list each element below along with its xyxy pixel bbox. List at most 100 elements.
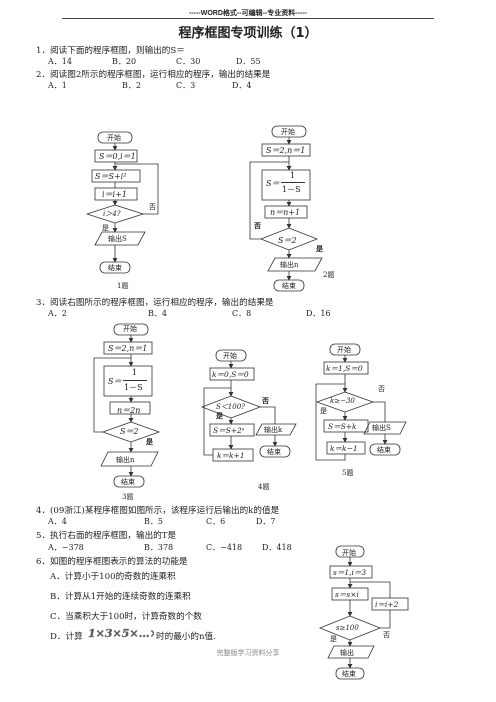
fc4-cond-label: S＜100? (216, 403, 245, 411)
fc2-init-label: S＝2,n＝1 (266, 146, 306, 155)
q4-option-b: B．5 (144, 517, 163, 526)
fc2-proc1-label: S＝ (266, 179, 280, 188)
q5-option-a: A．−378 (48, 543, 84, 552)
fc6-init-label: s＝1,i＝3 (333, 568, 367, 577)
fc1-yes-label: 是 (102, 224, 109, 232)
fc3-proc2-label: n＝2n (117, 406, 141, 415)
fc3-end-label: 结束 (121, 478, 135, 486)
fc2-proc1-box (261, 169, 311, 201)
q3-stem: 3．阅读右图所示的程序框图，运行相应的程序，输出的结果是 (36, 298, 274, 308)
q1-option-d: D．55 (236, 57, 261, 66)
q6-option-d-suffix: 时的最小的n值. (156, 632, 216, 642)
fc5-end-label: 结束 (377, 446, 391, 454)
fc4-proc2-label: k＝k+1 (217, 451, 245, 460)
fc1-output-label: 输出S (108, 235, 127, 243)
fc3-init-label: S＝2,n＝1 (108, 344, 148, 353)
fc1-cond-label: i＞4? (103, 210, 121, 218)
fc5-proc1-label: S＝S+k (328, 422, 357, 431)
fc5-output-box (363, 421, 407, 435)
page-title: 程序框图专项训练（1） (178, 26, 318, 41)
fc4-init-box (209, 367, 255, 381)
fc1-proc1-box (91, 169, 141, 183)
q4-option-c: C．6 (206, 517, 226, 526)
fc4-proc1-label: S＝S+2ˢ (213, 426, 245, 435)
fc6-no-label: 否 (383, 631, 390, 639)
q2-stem: 2．阅读图2所示的程序框图，运行相应的程序，输出的结果是 (36, 70, 271, 80)
fc1-proc2-label: i＝i+1 (102, 190, 127, 199)
fc3-yes-label: 是 (146, 437, 153, 446)
flowcharts-q3-q5 (93, 323, 407, 488)
q2-option-a: A．1 (48, 81, 67, 90)
fc2-end-terminal (273, 279, 305, 292)
q1-option-b: B．20 (112, 57, 137, 66)
q6-option-b: B．计算从1开始的连续奇数的连乘积 (50, 592, 191, 602)
q5-option-d: D．418 (262, 543, 292, 552)
fc5-proc2-box (326, 441, 366, 455)
fc2-start-label: 开始 (281, 128, 295, 136)
fc3-caption: 3题 (122, 493, 134, 501)
q3-option-c: C．8 (232, 309, 252, 318)
fc1-init-label: S＝0,i＝1 (99, 152, 136, 161)
fc5-no-label: 否 (378, 385, 385, 393)
q5-option-b: B．378 (144, 543, 174, 552)
q3-option-b: B．4 (148, 309, 167, 318)
header-rule (62, 18, 434, 19)
q5-option-c: C．−418 (206, 543, 243, 552)
fc1-no-label: 否 (149, 203, 156, 211)
fc6-proc1-label: s＝s×i (335, 590, 359, 599)
q1-option-c: C．30 (176, 57, 201, 66)
fc5-proc2-label: k＝k−1 (330, 444, 358, 453)
fc6-proc2-label: i＝i+2 (375, 600, 399, 609)
fc2-cond-label: S＝2 (278, 236, 297, 245)
fc3-fraction-num: 1 (132, 368, 138, 377)
fc4-no-label: 否 (262, 396, 269, 405)
fc4-start-label: 开始 (223, 352, 237, 360)
fc4-proc1-box (209, 423, 255, 437)
fc2-proc2-box (264, 205, 308, 219)
fc3-proc2-box (109, 401, 151, 415)
fc4-yes-label: 是 (216, 411, 223, 420)
fc2-yes-label: 是 (316, 244, 323, 253)
fc3-output-box (100, 451, 159, 467)
fc2-proc2-label: n＝n+1 (270, 208, 301, 217)
q6-option-a: A．计算小于100的奇数的连乘积 (50, 572, 176, 582)
fc5-end-terminal (369, 443, 401, 456)
fc1-output-box (94, 231, 146, 246)
flowchart-1 (85, 131, 159, 274)
fc3-proc1-label: S＝ (108, 377, 122, 386)
fc2-fraction-bar (281, 182, 305, 183)
fc3-fraction-den: 1－S (124, 383, 143, 392)
fc2-caption: 2题 (323, 271, 335, 279)
flowchart-2 (249, 125, 323, 292)
fc3-start-label: 开始 (123, 325, 137, 333)
fc6-start-label: 开始 (342, 549, 356, 557)
q6-option-c: C．当乘积大于100时，计算奇数的个数 (50, 612, 202, 622)
fc2-no-label: 否 (254, 221, 261, 230)
fc2-end-label: 结束 (282, 282, 296, 290)
fc4-output-box (255, 423, 297, 436)
q3-option-a: A．2 (48, 309, 67, 318)
fc5-yes-label: 是 (320, 407, 327, 415)
fc5-cond-label: k≥−30 (330, 397, 355, 405)
flowchart-3 (93, 323, 161, 488)
fc1-caption: 1题 (117, 282, 129, 290)
q5-stem: 5．执行右面的程序框图，输出的T是 (36, 531, 177, 541)
fc1-init-box (94, 149, 138, 163)
fc4-end-label: 结束 (267, 448, 281, 456)
fc6-output-box (327, 645, 375, 659)
fc2-output-box (267, 257, 323, 272)
page-header: -----WORD格式--可编辑--专业资料----- (189, 10, 307, 17)
svg-text:1×3×5×…×n: 1×3×5×…×n (88, 627, 154, 640)
fc1-proc2-box (94, 187, 138, 201)
q4-option-a: A．4 (48, 517, 67, 526)
fc5-output-label: 输出S (372, 424, 391, 432)
fc2-fraction-den: 1－S (282, 185, 301, 194)
q6-stem: 6．如图的程序框图表示的算法的功能是 (36, 557, 188, 567)
fc6-end-label: 结束 (342, 670, 356, 678)
q2-option-d: D．4 (232, 81, 252, 90)
q4-option-d: D．7 (256, 517, 276, 526)
flowchart-4 (200, 349, 297, 462)
flowchart-5 (315, 343, 407, 461)
fc6-yes-label: 是 (330, 635, 337, 643)
fc3-init-box (103, 341, 153, 355)
